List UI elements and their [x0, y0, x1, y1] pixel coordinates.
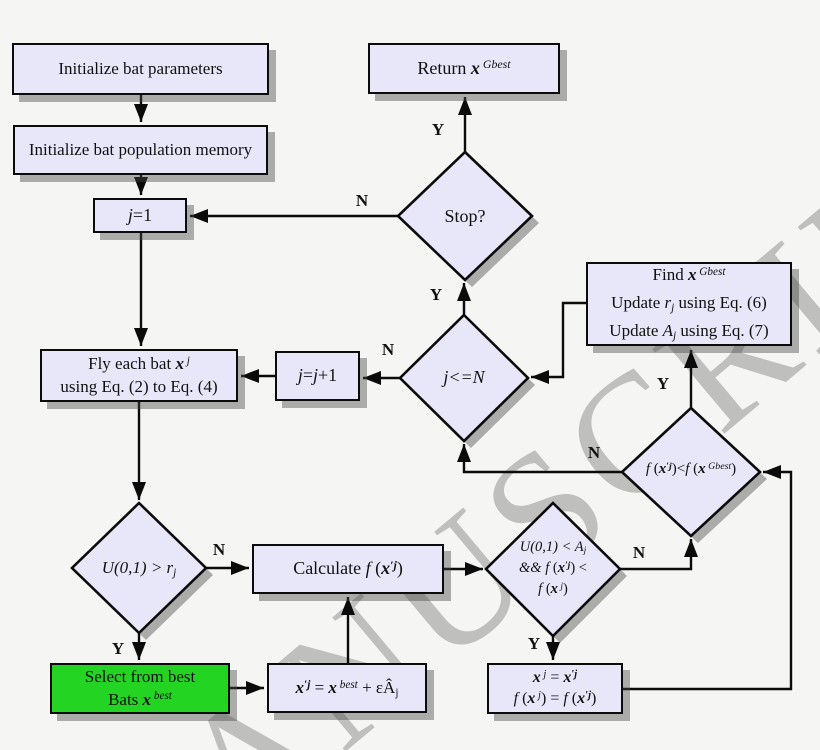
decision-f-lt-gbest-shape [620, 406, 762, 538]
node-j-plus-1-label: j=j+1 [297, 365, 338, 386]
node-initialize-bat-parameters-label: Initialize bat parameters [58, 58, 223, 78]
branch-label-fg-yes: Y [656, 374, 670, 393]
decision-f-lt-gbest-label: f (x′j)<f (x Gbest) [645, 460, 737, 477]
decision-u-lt-a-shape [484, 501, 622, 638]
branch-label-ua-yes: Y [527, 634, 541, 653]
branch-label-ua-no: N [632, 543, 646, 562]
node-initialize-bat-population-memory: Initialize bat population memory [13, 125, 268, 175]
edge-ua-no-to-fg-decision [620, 539, 698, 571]
node-j-plus-1: j=j+1 [275, 351, 360, 401]
decision-j-le-n-label: j<=N [443, 367, 485, 387]
decision-u-lt-a-label: U(0,1) < Aj&& f (x′j) <f (x j) [519, 539, 587, 598]
branch-label-fg-no: N [587, 443, 601, 462]
branch-label-jn-no: N [381, 340, 395, 359]
decision-stop [396, 150, 539, 287]
node-x-prime-equation-label: x′j = x best + εÂj [295, 677, 399, 699]
decision-u-lt-a [484, 501, 627, 643]
decision-stop-shape [396, 150, 534, 282]
node-j-equals-1-label: j=1 [127, 204, 153, 225]
edge-find-to-jn-decision [531, 301, 588, 384]
branch-label-ur-yes: Y [111, 639, 125, 658]
decision-u-gt-r-shape [70, 501, 208, 635]
edge-fg-no-to-jn-decision [457, 444, 622, 474]
node-return-x-gbest: Return x Gbest [368, 43, 560, 94]
node-initialize-bat-parameters: Initialize bat parameters [12, 43, 269, 95]
branch-label-stop-no: N [355, 191, 369, 210]
branch-label-jn-yes: Y [429, 285, 443, 304]
decision-j-le-n-shape [398, 313, 530, 443]
node-initialize-bat-population-memory-label: Initialize bat population memory [28, 139, 253, 159]
decision-u-gt-r-label: U(0,1) > rj [101, 558, 177, 579]
branch-label-stop-yes: Y [431, 120, 445, 139]
node-x-prime-equation: x′j = x best + εÂj [267, 663, 427, 713]
node-return-x-gbest-label: Return x Gbest [417, 57, 511, 78]
node-j-equals-1: j=1 [93, 198, 187, 233]
branch-label-ur-no: N [212, 540, 226, 559]
edge-assign-to-fg-decision [623, 465, 793, 691]
decision-u-gt-r [70, 501, 213, 640]
decision-stop-label: Stop? [444, 206, 486, 226]
node-calculate-f-label: Calculate f (x′j) [293, 557, 403, 579]
decision-j-le-n [398, 313, 535, 448]
decision-f-lt-gbest [620, 406, 767, 543]
node-calculate-f: Calculate f (x′j) [252, 544, 444, 594]
